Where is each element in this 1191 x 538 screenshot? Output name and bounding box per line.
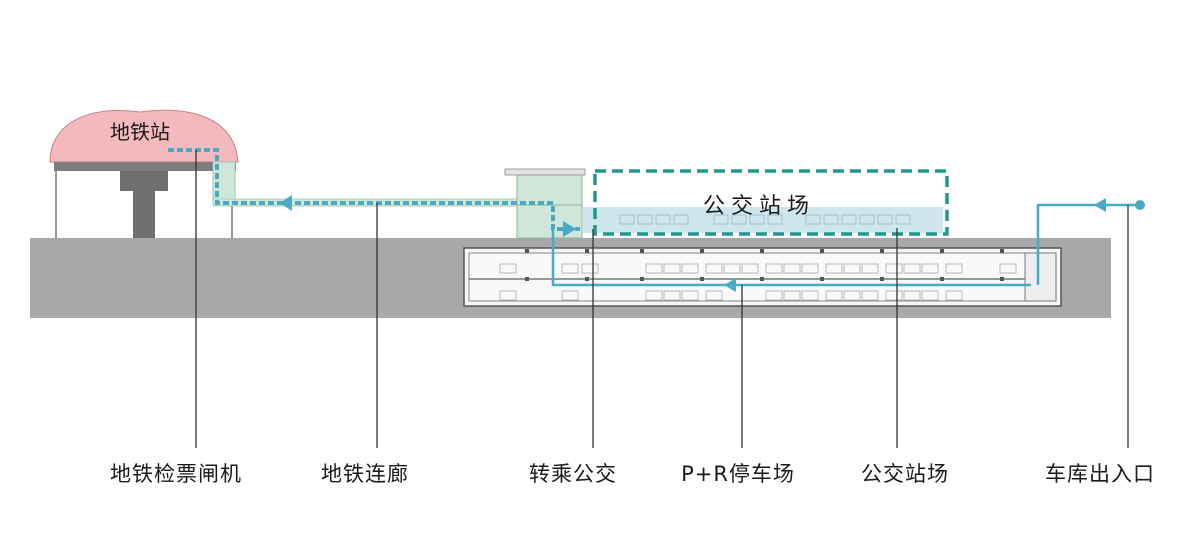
entrance-arrow-icon	[1094, 198, 1106, 212]
bus-canopy-vehicles	[619, 214, 911, 225]
transfer-arrow-icon	[563, 221, 576, 237]
callout-metro-corridor: 地铁连廊	[321, 462, 409, 486]
garage-ramp	[1024, 252, 1057, 302]
metro-station-title: 地铁站	[110, 120, 170, 144]
transfer-tower-cap	[504, 168, 586, 176]
pr-garage-columns	[525, 249, 1004, 281]
metro-corridor	[212, 198, 519, 207]
callout-bus-yard: 公交站场	[861, 462, 949, 486]
bus-yard-title: 公交站场	[703, 194, 816, 219]
pr-garage-cars	[499, 263, 1017, 301]
metro-transfer-route	[168, 148, 580, 231]
garage-arrow-icon	[724, 278, 736, 292]
pr-garage	[463, 247, 1062, 307]
station-deck	[54, 162, 236, 171]
bus-yard-outline	[593, 169, 949, 236]
bus-canopy	[583, 207, 943, 233]
callout-pr-parking: P+R停车场	[681, 462, 795, 486]
corridor-arrow-icon	[280, 195, 292, 211]
callout-garage-entrance: 车库出入口	[1045, 462, 1155, 486]
leader-lines	[195, 150, 1129, 448]
station-beam	[120, 171, 168, 191]
callout-bus-transfer: 转乘公交	[529, 462, 617, 486]
garage-route	[551, 229, 1031, 287]
callout-metro-gate: 地铁检票闸机	[110, 462, 242, 486]
garage-entrance-dot	[1135, 200, 1145, 210]
